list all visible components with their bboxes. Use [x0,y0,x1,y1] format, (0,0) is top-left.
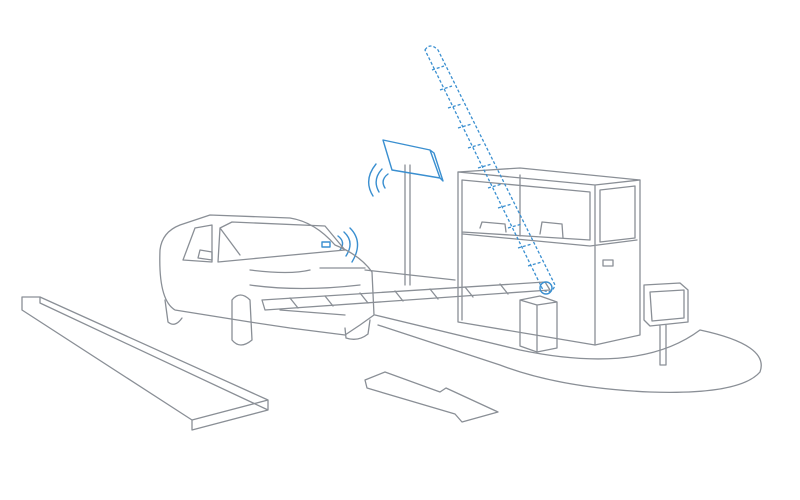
sign-post [404,164,411,286]
wireless-signal-icon [337,163,389,263]
car-icon [159,214,375,346]
ticket-machine-icon [643,282,689,366]
barrier-arm-raised [424,45,556,293]
barrier-arm-icon [261,281,553,311]
toll-booth-icon [457,167,641,346]
reader-sign-icon [382,139,444,182]
direction-arrow-icon [364,371,499,423]
speed-bump [21,296,269,431]
barrier-post [519,295,558,353]
traffic-island [364,269,762,393]
